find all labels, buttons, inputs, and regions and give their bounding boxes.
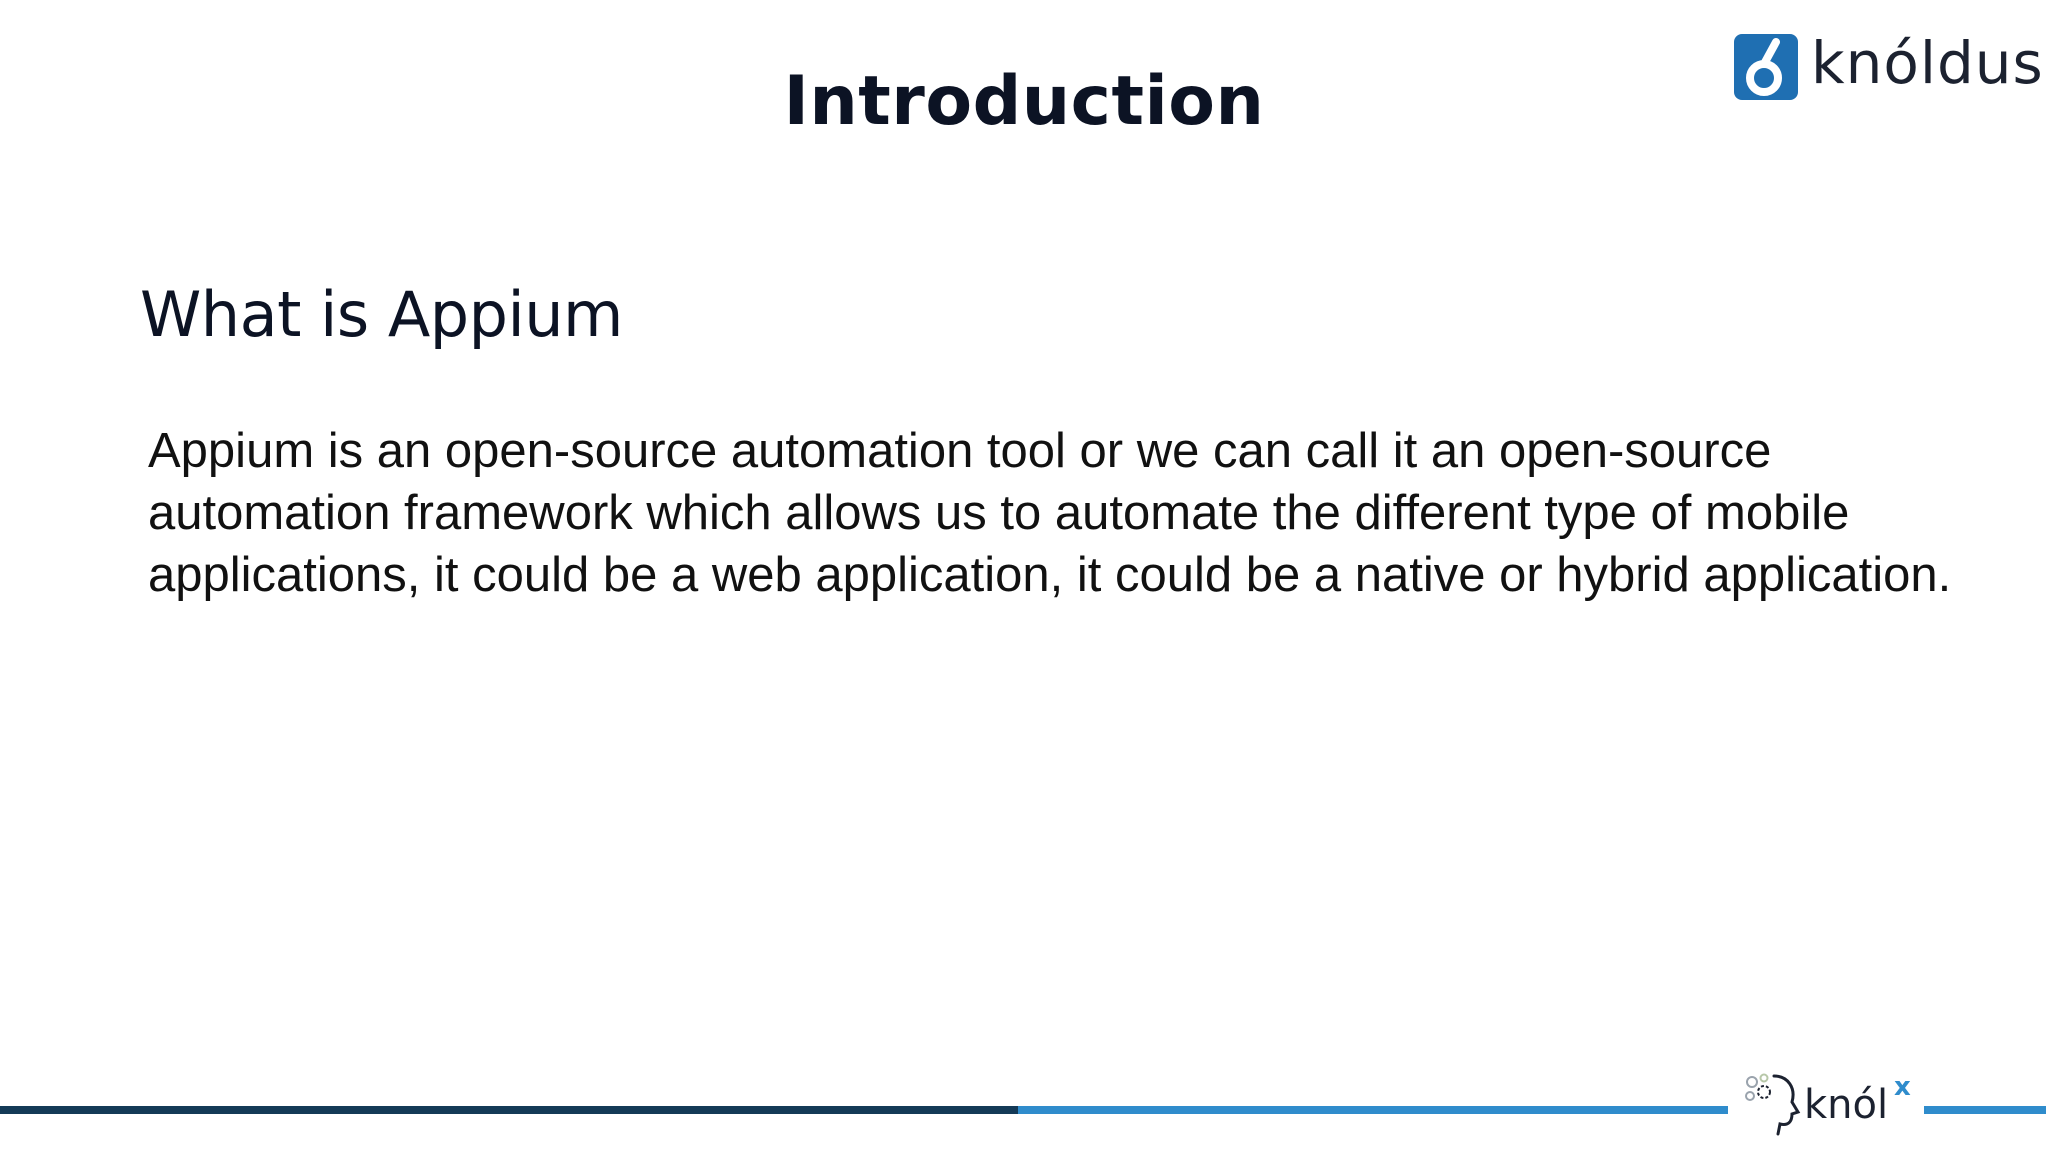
head-gears-icon (1745, 1073, 1801, 1136)
section-heading: What is Appium (140, 278, 623, 351)
slide-title: Introduction (783, 62, 1265, 141)
knoldus-logo-text: knóldus (1811, 29, 2044, 97)
knoldus-logo-icon (1734, 34, 1798, 100)
knoldus-logo: knóldus (1734, 30, 2043, 100)
footer-line-light (1018, 1106, 1728, 1114)
knolx-logo-text: knól (1804, 1082, 1889, 1128)
footer-line-dark (0, 1106, 1018, 1114)
body-paragraph: Appium is an open-source automation tool… (148, 424, 1952, 602)
footer-line-light-right (1924, 1106, 2046, 1114)
knolx-logo: knól x (1738, 1068, 1918, 1138)
knolx-logo-superscript: x (1894, 1072, 1911, 1102)
